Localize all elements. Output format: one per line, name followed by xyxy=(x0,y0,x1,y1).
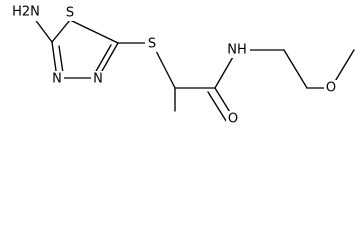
bond-co-o-double xyxy=(207,91,229,125)
bond-n3-c2-inner xyxy=(58,45,64,74)
carbonyl-oxygen-label: O xyxy=(228,112,238,127)
bond-c5-n4-inner xyxy=(94,44,112,74)
molecule-structure: H2N S N N S O NH O xyxy=(10,4,355,127)
ether-oxygen-label: O xyxy=(326,81,336,96)
ring-sulfur-label: S xyxy=(66,6,74,21)
amino-group-label: H2N xyxy=(12,5,40,20)
atom-labels: H2N S N N S O NH O xyxy=(10,4,339,127)
bond-c2-nh2 xyxy=(33,17,53,43)
bonds xyxy=(33,17,355,125)
ring-nitrogen-right-label: N xyxy=(93,72,103,87)
ring-nitrogen-left-label: N xyxy=(52,72,62,87)
bond-ch2-ch2 xyxy=(283,49,308,89)
thioether-sulfur-label: S xyxy=(148,37,156,52)
bond-s1-c5 xyxy=(69,19,119,44)
amide-nitrogen-label: NH xyxy=(227,43,247,58)
bond-c2-s1 xyxy=(51,19,71,43)
